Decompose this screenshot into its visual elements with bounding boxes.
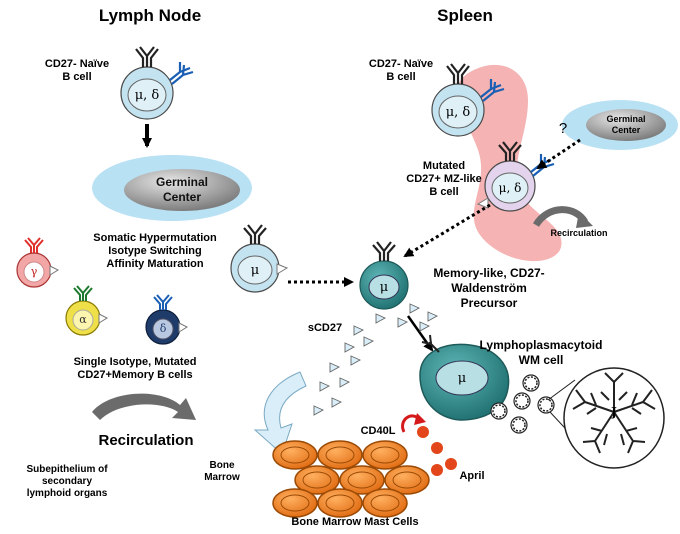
label-recirculation-spleen: Recirculation — [550, 228, 608, 238]
light-curved-arrow — [253, 371, 307, 455]
label-bm-line1: Bone — [209, 460, 235, 471]
naive-b-cell-spleen — [431, 63, 505, 137]
glyph-igm-j: J — [611, 405, 617, 419]
label-sub-line1: Subepithelium of — [26, 464, 108, 475]
label-processes: Somatic Hypermutation Isotype Switching … — [80, 232, 230, 271]
glyph-alpha: α — [79, 313, 87, 326]
scd27-triangles — [313, 303, 439, 416]
glyph-naive-ln: μ, δ — [134, 88, 160, 103]
mu-b-cell-ln — [230, 224, 289, 293]
label-process-shm: Somatic Hypermutation — [93, 232, 217, 244]
label-gc-ln-line1: Germinal — [155, 175, 209, 189]
label-memory-line2: Waldenström — [451, 281, 527, 295]
label-lymphoplasmacytoid: Lymphoplasmacytoid WM cell — [472, 338, 610, 368]
label-naive-ln-line2: B cell — [62, 71, 92, 83]
gamma-memory-cell — [16, 237, 60, 288]
label-mz-line3: B cell — [429, 186, 459, 198]
label-memory-line1: Memory-like, CD27- — [433, 266, 545, 280]
label-naive-ln: CD27- Naïve B cell — [32, 58, 122, 84]
label-naive-spleen: CD27- Naïve B cell — [356, 58, 446, 84]
label-lp-line1: Lymphoplasmacytoid — [479, 338, 603, 352]
label-naive-spleen-line2: B cell — [386, 71, 416, 83]
title-spleen: Spleen — [437, 6, 493, 25]
label-mast-cells: Bone Marrow Mast Cells — [291, 516, 419, 528]
april-dots — [417, 426, 457, 476]
label-sub-line3: lymphoid organs — [26, 488, 108, 499]
label-mz-like: Mutated CD27+ MZ-like B cell — [400, 160, 488, 199]
naive-b-cell-ln — [120, 46, 194, 120]
glyph-wm: μ — [457, 371, 467, 386]
label-subepithelium: Subepithelium of secondary lymphoid orga… — [22, 464, 112, 500]
igm-particles — [490, 374, 555, 434]
label-april: April — [459, 470, 485, 482]
label-scd27: sCD27 — [307, 322, 343, 334]
gc-question-mark: ? — [558, 120, 568, 137]
label-single-line1: Single Isotype, Mutated — [73, 356, 197, 368]
label-gc-spleen-line2: Center — [611, 125, 641, 135]
glyph-memory: μ — [379, 280, 389, 295]
germinal-center-ln-core — [124, 169, 240, 211]
igm-pentamer-zoom — [563, 367, 665, 469]
label-sub-line2: secondary — [41, 476, 93, 487]
label-germinal-center-spleen: Germinal Center — [596, 114, 656, 136]
alpha-memory-cell — [65, 285, 109, 336]
label-naive-spleen-line1: CD27- Naïve — [368, 58, 434, 70]
label-single-isotype: Single Isotype, Mutated CD27+Memory B ce… — [60, 356, 210, 382]
label-bone-marrow: Bone Marrow — [200, 460, 244, 484]
label-memory-like: Memory-like, CD27- Waldenström Precursor — [424, 266, 554, 311]
label-naive-ln-line1: CD27- Naïve — [44, 58, 110, 70]
label-mz-line1: Mutated — [422, 160, 466, 172]
label-recirculation-main: Recirculation — [98, 432, 194, 449]
label-process-affinity: Affinity Maturation — [106, 258, 204, 270]
germinal-center-spleen-core — [586, 109, 666, 141]
glyph-mz: μ, δ — [498, 181, 522, 195]
label-lp-line2: WM cell — [518, 353, 564, 367]
recirculation-main-arrow — [92, 393, 196, 420]
label-germinal-center-ln: Germinal Center — [140, 175, 224, 205]
label-cd40l: CD40L — [360, 425, 396, 437]
label-memory-line3: Precursor — [460, 296, 518, 310]
label-process-isotype: Isotype Switching — [108, 245, 202, 257]
glyph-gamma: γ — [30, 265, 38, 278]
glyph-naive-spleen: μ, δ — [445, 105, 471, 120]
label-single-line2: CD27+Memory B cells — [77, 369, 193, 381]
mast-cells — [272, 440, 430, 518]
delta-memory-cell — [145, 294, 189, 345]
label-mz-line2: CD27+ MZ-like — [406, 173, 482, 185]
label-bm-line2: Marrow — [204, 472, 240, 483]
mz-like-b-cell — [476, 141, 555, 212]
glyph-mu-ln: μ — [250, 263, 260, 278]
glyph-delta: δ — [159, 322, 167, 335]
arrow-gc-to-mz — [536, 138, 581, 170]
wm-cell — [419, 334, 510, 421]
memory-like-precursor — [359, 241, 409, 310]
arrow-mz-to-memory — [403, 203, 491, 258]
label-gc-spleen-line1: Germinal — [606, 114, 646, 124]
title-lymph-node: Lymph Node — [98, 6, 202, 25]
label-gc-ln-line2: Center — [162, 190, 201, 204]
